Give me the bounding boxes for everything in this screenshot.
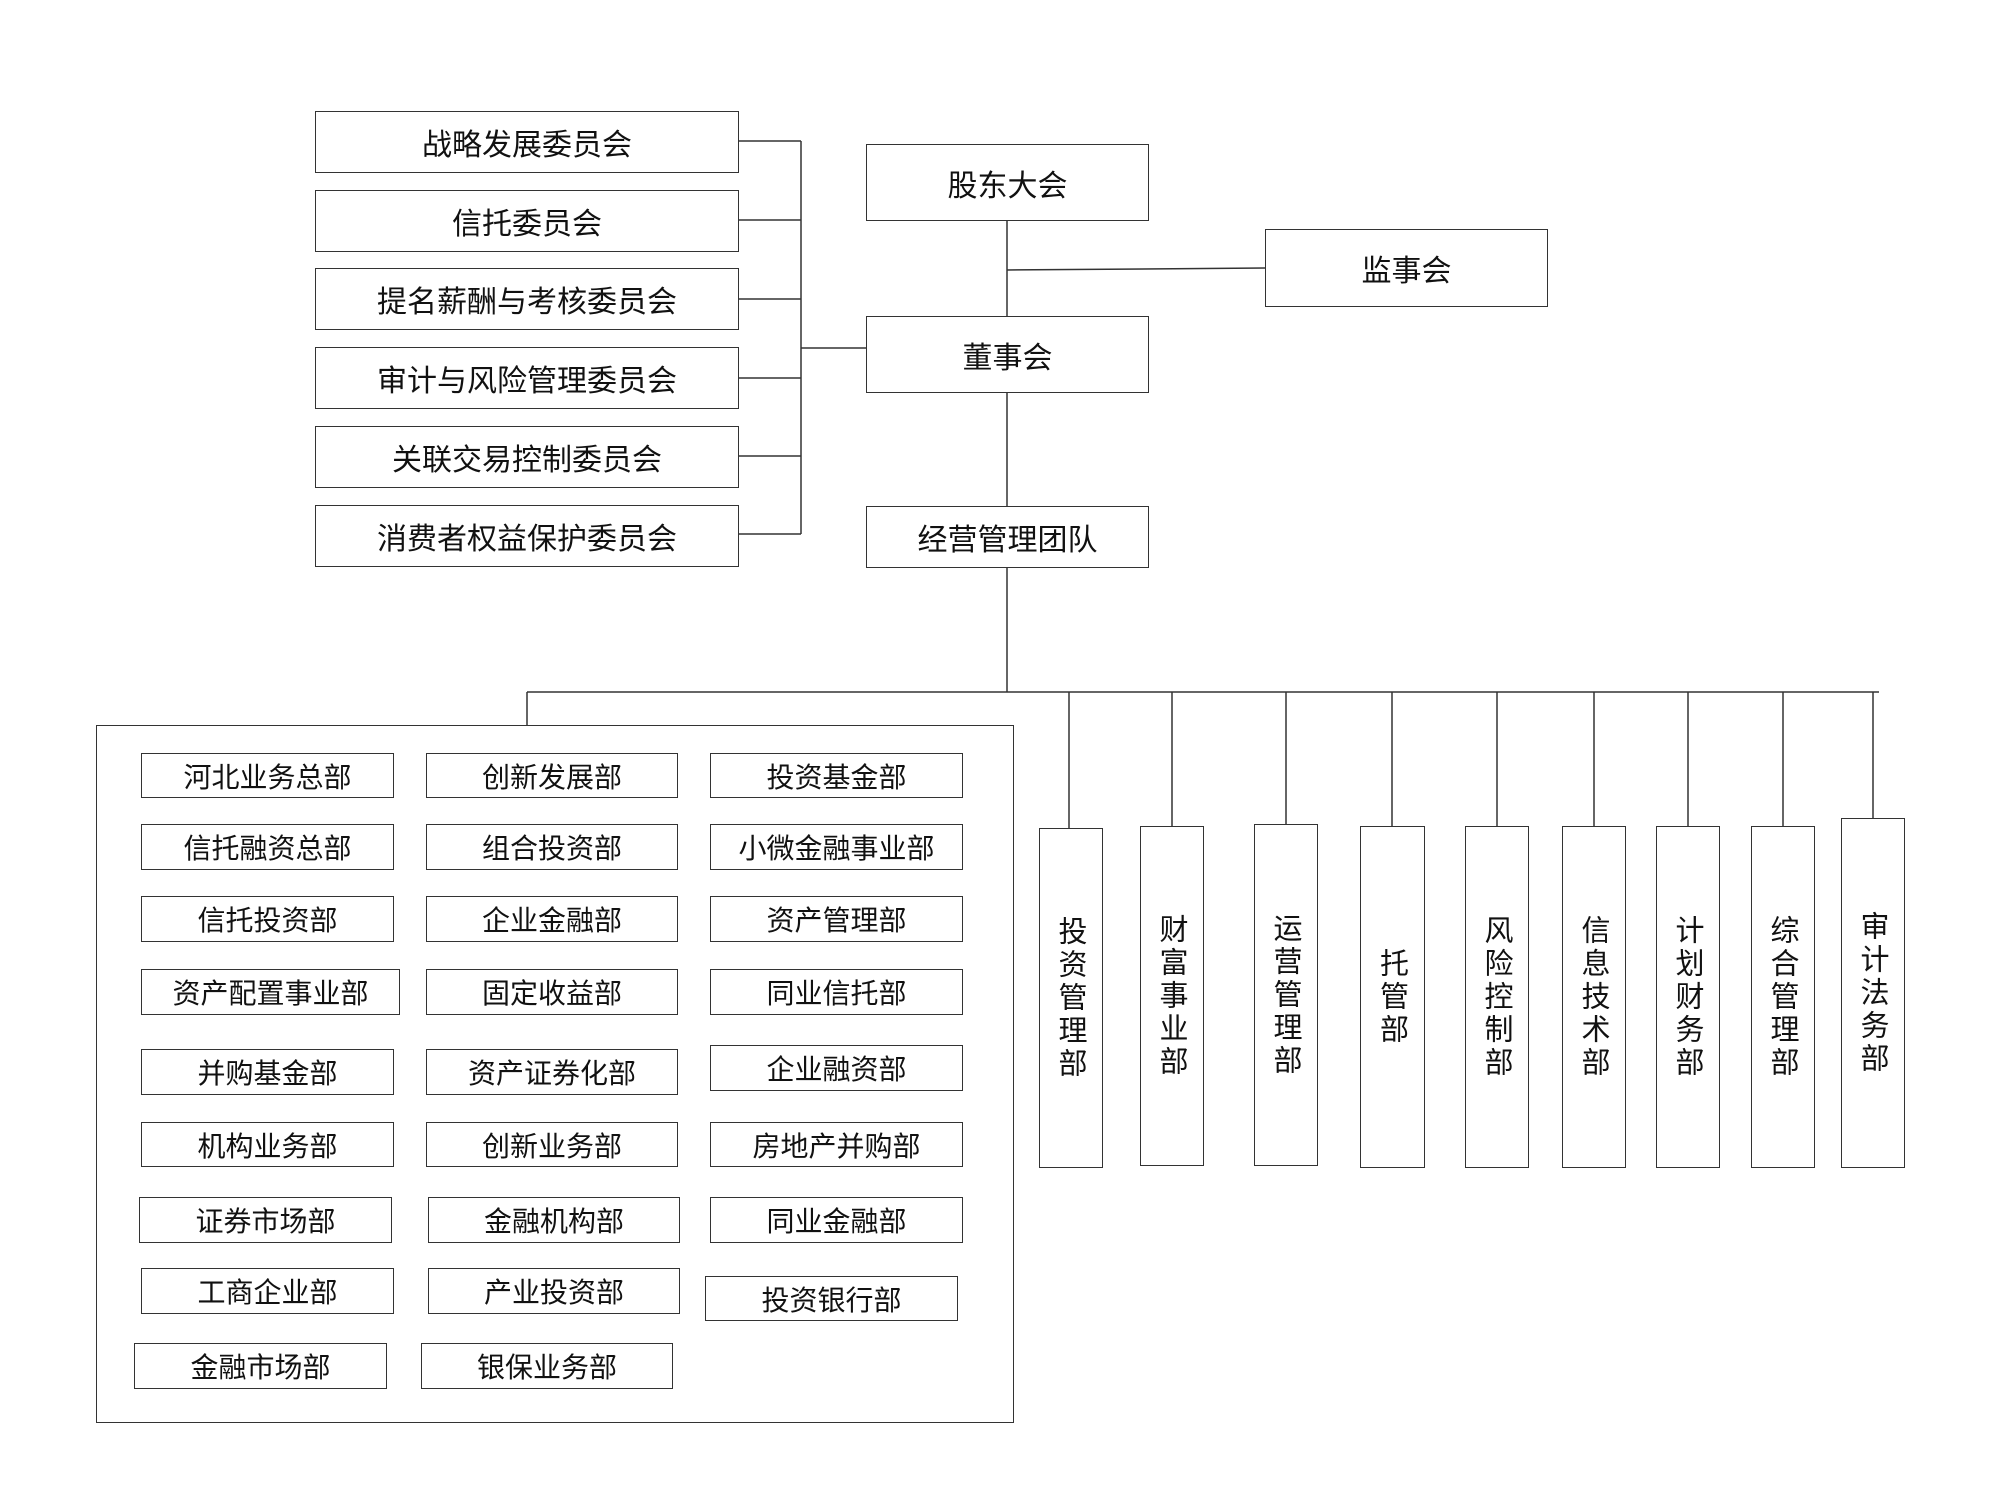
business-dept-box: 创新发展部 [426, 753, 678, 798]
functional-dept-box: 托管部 [1360, 826, 1425, 1168]
shareholders-meeting-box: 股东大会 [866, 144, 1149, 221]
board-of-directors-box: 董事会 [866, 316, 1149, 393]
functional-dept-box: 计划财务部 [1656, 826, 1720, 1168]
committee-box: 消费者权益保护委员会 [315, 505, 739, 567]
business-dept-box: 房地产并购部 [710, 1122, 963, 1167]
business-dept-box: 资产配置事业部 [141, 969, 400, 1015]
functional-dept-box: 综合管理部 [1751, 826, 1815, 1168]
functional-dept-box: 财富事业部 [1140, 826, 1204, 1166]
business-dept-box: 创新业务部 [426, 1122, 678, 1167]
committee-box: 战略发展委员会 [315, 111, 739, 173]
business-dept-box: 组合投资部 [426, 824, 678, 870]
business-dept-box: 固定收益部 [426, 969, 678, 1015]
business-dept-box: 资产证券化部 [426, 1049, 678, 1095]
business-dept-box: 机构业务部 [141, 1122, 394, 1167]
business-dept-box: 工商企业部 [141, 1268, 394, 1314]
functional-dept-box: 投资管理部 [1039, 828, 1103, 1168]
business-dept-box: 金融机构部 [428, 1197, 680, 1243]
management-team-box: 经营管理团队 [866, 506, 1149, 568]
committee-box: 提名薪酬与考核委员会 [315, 268, 739, 330]
business-dept-box: 小微金融事业部 [710, 824, 963, 870]
business-dept-box: 同业金融部 [710, 1197, 963, 1243]
functional-dept-box: 审计法务部 [1841, 818, 1905, 1168]
business-dept-box: 企业融资部 [710, 1045, 963, 1091]
business-dept-box: 资产管理部 [710, 896, 963, 942]
functional-dept-box: 风险控制部 [1465, 826, 1529, 1168]
business-dept-box: 产业投资部 [428, 1268, 680, 1314]
business-dept-box: 信托融资总部 [141, 824, 394, 870]
functional-dept-box: 信息技术部 [1562, 826, 1626, 1168]
business-dept-box: 企业金融部 [426, 896, 678, 942]
supervisory-board-box: 监事会 [1265, 229, 1548, 307]
committee-box: 关联交易控制委员会 [315, 426, 739, 488]
business-dept-box: 证券市场部 [139, 1197, 392, 1243]
business-dept-box: 并购基金部 [141, 1049, 394, 1095]
committee-box: 审计与风险管理委员会 [315, 347, 739, 409]
business-dept-box: 投资银行部 [705, 1276, 958, 1321]
business-dept-box: 投资基金部 [710, 753, 963, 798]
functional-dept-box: 运营管理部 [1254, 824, 1318, 1166]
business-departments-group [96, 725, 1014, 1423]
business-dept-box: 信托投资部 [141, 896, 394, 942]
business-dept-box: 河北业务总部 [141, 753, 394, 798]
business-dept-box: 银保业务部 [421, 1343, 673, 1389]
business-dept-box: 同业信托部 [710, 969, 963, 1015]
business-dept-box: 金融市场部 [134, 1343, 387, 1389]
committee-box: 信托委员会 [315, 190, 739, 252]
